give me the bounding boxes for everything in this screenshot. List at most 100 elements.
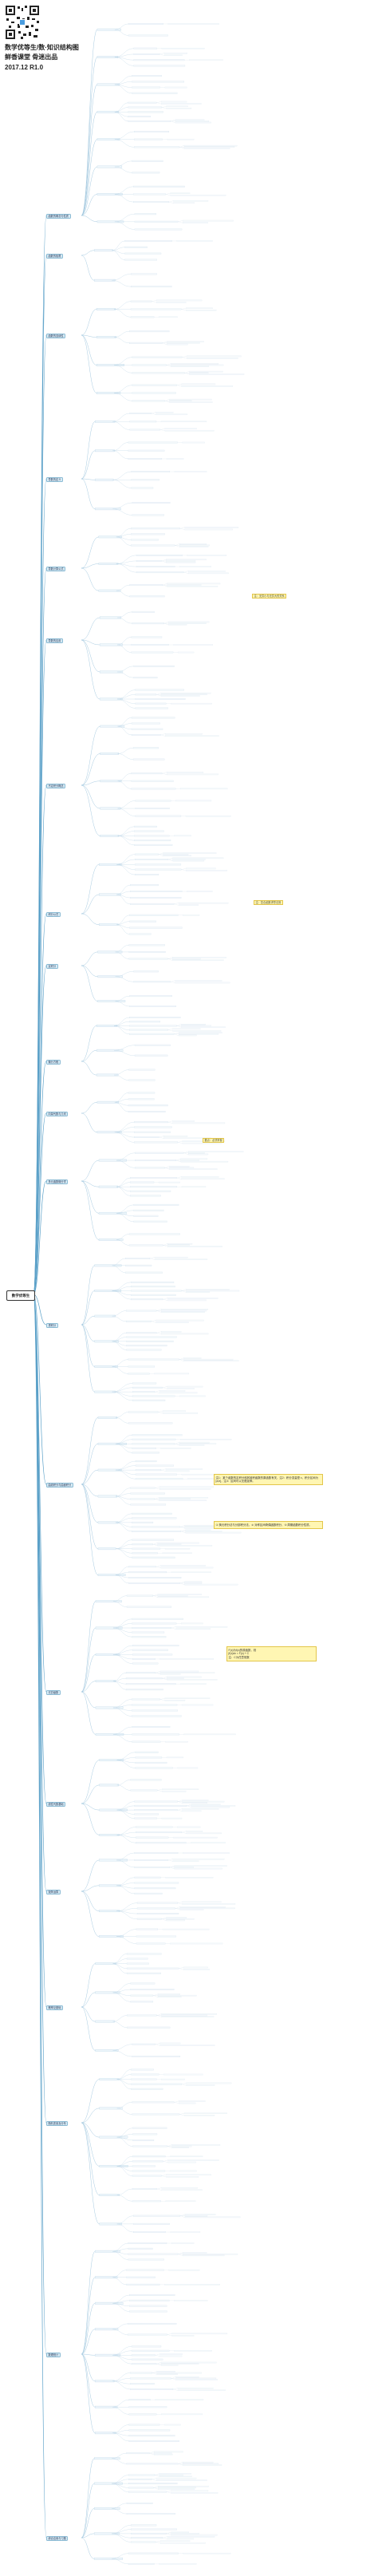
level3-node-mark — [131, 471, 171, 472]
category-node[interactable]: 综合应用与习题 — [46, 2535, 69, 2541]
category-node[interactable]: 微分方程 — [46, 1059, 61, 1065]
level2-connector — [81, 139, 98, 216]
level3-node-mark — [131, 734, 161, 736]
category-node[interactable]: 函数的极限 — [46, 253, 63, 259]
level4-node-mark — [182, 1808, 219, 1810]
level2-connector — [81, 1859, 100, 1892]
level4-connector — [154, 2473, 159, 2475]
level4-node-mark — [159, 2563, 197, 2565]
level4-connector — [178, 2254, 183, 2256]
category-node[interactable]: 导数计算公式 — [46, 566, 66, 571]
level3-connector — [116, 891, 131, 895]
level4-node-mark — [182, 1802, 208, 1804]
category-node[interactable]: 积分公式 — [46, 911, 61, 917]
level4-node-mark — [161, 103, 202, 105]
level3-connector — [112, 1705, 132, 1709]
category-node[interactable]: 曲线积分与曲面积分 — [46, 1482, 73, 1488]
level3-node-mark — [128, 1233, 180, 1235]
category-node[interactable]: 数理统计 — [46, 2352, 61, 2357]
level3-node-mark — [131, 2068, 154, 2071]
level2-node-mark — [95, 1991, 120, 1994]
level4-node-mark — [179, 543, 207, 545]
level4-node-mark — [179, 566, 211, 567]
level2-connector — [81, 1885, 100, 1892]
level4-connector — [159, 1699, 165, 1701]
level3-connector — [116, 924, 130, 934]
level2-connector — [81, 1469, 98, 1485]
level4-node-mark — [159, 2475, 192, 2477]
level4-node-mark — [184, 1582, 203, 1584]
level4-node-mark — [183, 144, 238, 147]
level4-connector — [163, 1298, 168, 1301]
level4-node-mark — [182, 2252, 207, 2254]
level4-node-mark — [179, 544, 210, 547]
level2-connector — [81, 250, 95, 256]
category-node[interactable]: 导数的应用 — [46, 638, 63, 643]
level3-node-mark — [134, 1121, 168, 1124]
level2-connector — [81, 29, 98, 216]
level4-node-mark — [183, 2114, 215, 2116]
category-node[interactable]: 函数的概念与性质 — [46, 213, 71, 219]
level3-node-mark — [124, 239, 172, 242]
level4-connector — [159, 429, 165, 431]
level2-node-mark — [94, 2557, 124, 2560]
category-node[interactable]: 随机变量及分布 — [46, 2120, 69, 2126]
level4-connector — [162, 1386, 167, 1388]
level3-node-mark — [128, 441, 178, 444]
level3-connector — [114, 1017, 130, 1026]
level4-node-mark — [182, 1800, 225, 1803]
category-node[interactable]: 定积分 — [46, 963, 58, 969]
level4-connector — [179, 1968, 184, 1970]
level3-connector — [114, 301, 132, 310]
level4-connector — [174, 2102, 179, 2104]
level3-node-mark — [132, 1447, 156, 1449]
level2-node-mark — [95, 449, 115, 452]
level4-connector — [175, 545, 180, 547]
level3-node-mark — [132, 92, 178, 94]
level2-node-mark — [97, 1521, 119, 1524]
level2-connector — [81, 864, 100, 915]
category-node[interactable]: 重积分 — [46, 1322, 58, 1328]
level3-node-mark — [132, 610, 155, 613]
level3-connector — [117, 753, 134, 760]
level3-connector — [116, 1885, 135, 1894]
category-node[interactable]: 矩阵运算 — [46, 1889, 61, 1894]
level3-node-mark — [135, 1751, 159, 1753]
level3-connector — [116, 1239, 130, 1246]
category-node[interactable]: 概率论基础 — [46, 2005, 63, 2010]
level4-node-mark — [160, 2361, 217, 2364]
category-node[interactable]: 向量代数与几何 — [46, 1111, 69, 1116]
level2-connector — [81, 1417, 99, 1485]
level4-node-mark — [160, 695, 200, 697]
category-node[interactable]: 不定积分概念 — [46, 783, 66, 788]
level4-node-mark — [189, 59, 223, 61]
level2-node-mark — [99, 1834, 120, 1836]
category-node[interactable]: 无穷级数 — [46, 1689, 61, 1695]
category-node[interactable]: 导数的定义 — [46, 476, 63, 482]
level3-node-mark — [126, 1332, 157, 1334]
level2-connector — [81, 1681, 96, 1693]
level3-connector — [116, 536, 132, 546]
level4-node-mark — [186, 1290, 240, 1292]
level4-connector — [179, 147, 184, 149]
category-node[interactable]: 线性代数基础 — [46, 1801, 66, 1807]
level3-node-mark — [135, 693, 157, 696]
level3-connector — [116, 1187, 131, 1196]
level4-node-mark — [179, 1034, 197, 1037]
category-node[interactable]: 函数的连续性 — [46, 333, 66, 338]
note-integration-methods: ① 换元积分法与分部积分法，② 对称区间奇偶函数积分，③ 周期函数积分性质。 — [214, 1521, 323, 1529]
level3-node-mark — [128, 1069, 156, 1071]
level3-connector — [112, 2294, 130, 2304]
level3-connector — [114, 139, 135, 148]
level2-connector — [81, 2277, 96, 2355]
level3-connector — [112, 450, 128, 460]
level3-node-mark — [134, 146, 180, 148]
level4-node-mark — [181, 1176, 219, 1178]
level3-connector — [112, 508, 132, 516]
level4-node-mark — [164, 1697, 211, 1699]
level3-node-mark — [126, 1953, 162, 1955]
root-node[interactable]: 数学优等生 — [6, 1290, 35, 1301]
note-key-point: 要点：必须掌握 — [203, 1138, 225, 1143]
level3-node-mark — [136, 571, 184, 574]
category-node[interactable]: 多元函数微分学 — [46, 1179, 69, 1184]
